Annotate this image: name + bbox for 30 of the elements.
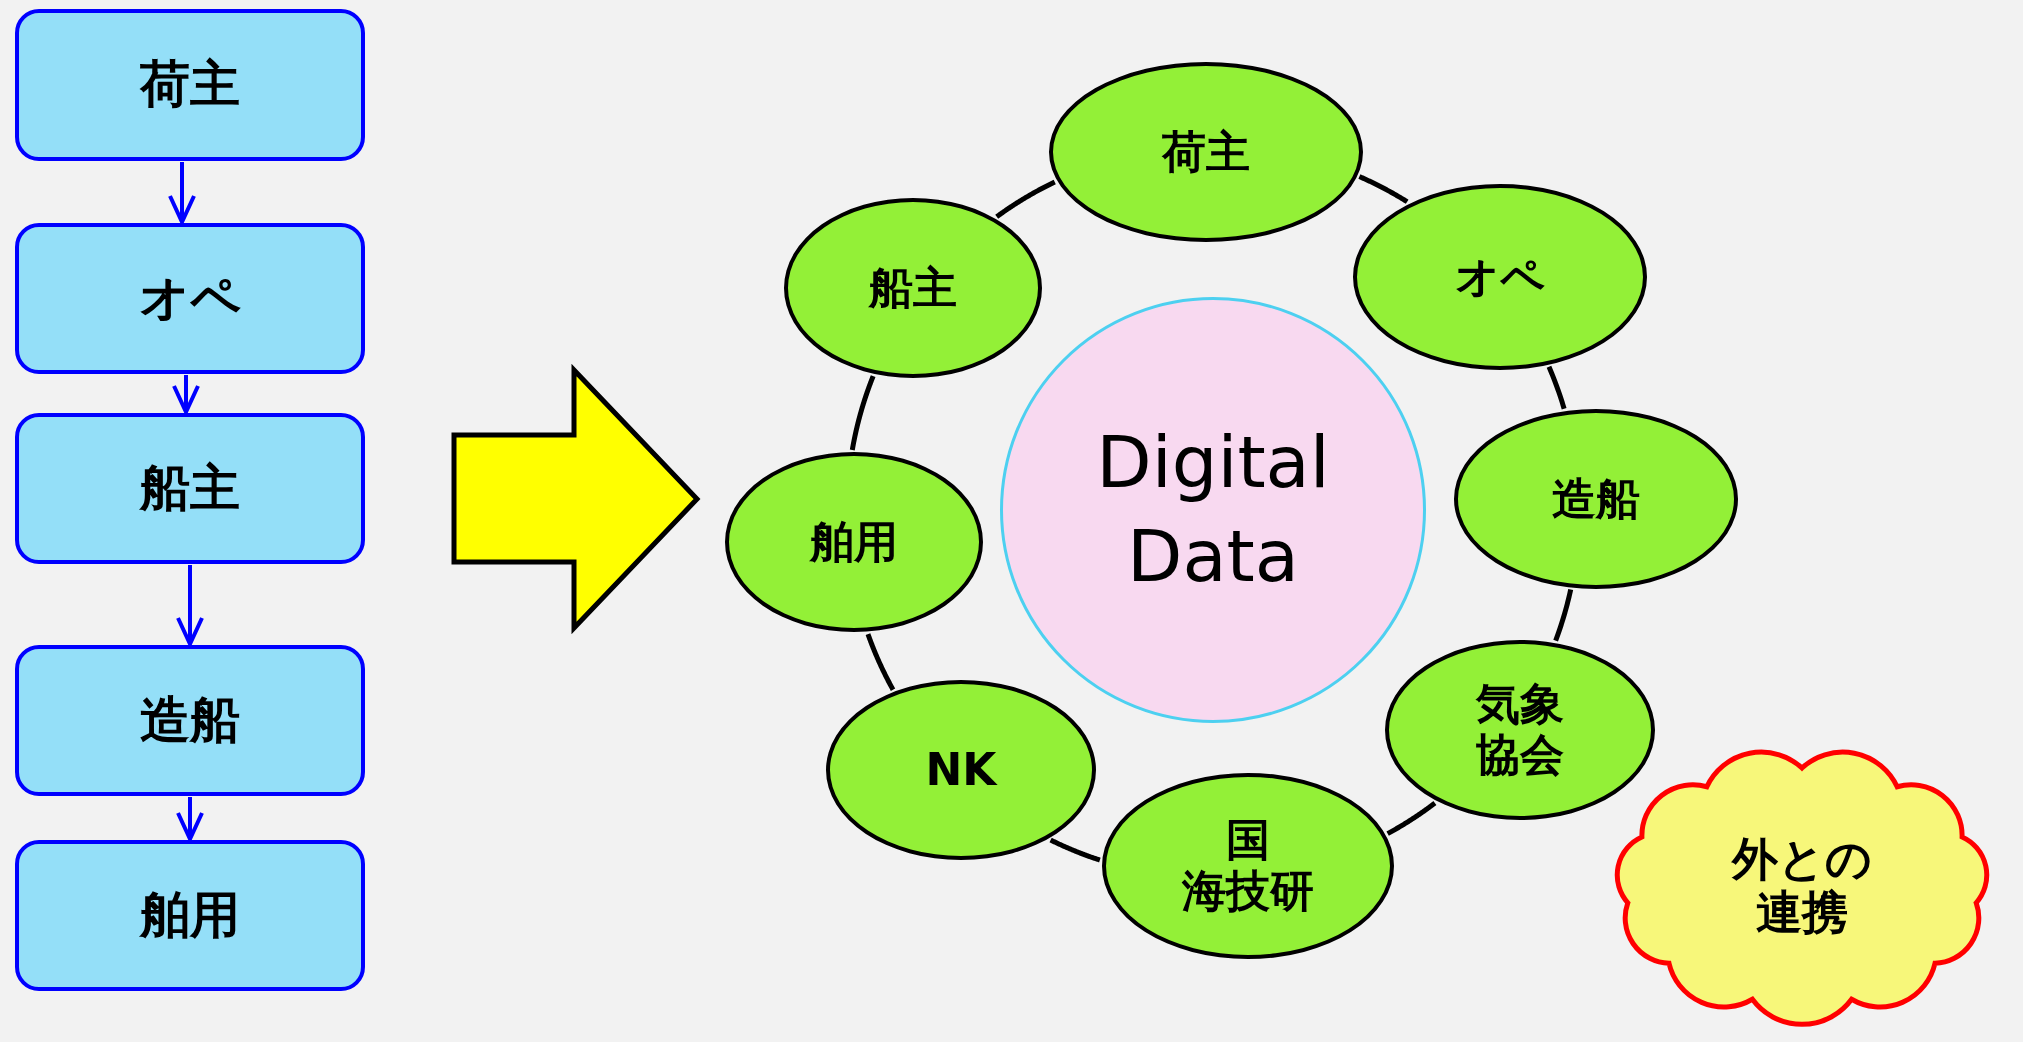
node-label: 船主: [140, 459, 240, 518]
arrow: [176, 797, 204, 841]
arrow: [168, 162, 196, 224]
node-label: 船主: [869, 262, 957, 314]
node-label: 造船: [1552, 473, 1640, 525]
node-label: 舶用: [810, 516, 898, 568]
node-label: オペ: [139, 269, 241, 328]
ring-connector: [1386, 801, 1437, 836]
node-label: オペ: [1455, 251, 1545, 303]
arrow: [172, 375, 200, 414]
node-label: NK: [925, 744, 997, 796]
node-label: 荷主: [140, 56, 240, 114]
node-label: Digital Data: [1095, 419, 1331, 600]
ring-connector: [865, 632, 896, 692]
node-label: 荷主: [1162, 126, 1250, 178]
ring-connector: [1553, 587, 1574, 643]
ring-connector: [849, 374, 876, 452]
arrow: [176, 565, 204, 646]
node-label: 造船: [140, 691, 240, 750]
process-box: [15, 840, 365, 991]
ring-connector: [1049, 837, 1102, 863]
process-box: [15, 9, 365, 161]
node-label: 舶用: [140, 886, 240, 945]
process-box: [15, 223, 365, 374]
process-box: [15, 413, 365, 564]
node-label: 国海技研: [1182, 815, 1314, 917]
process-box: [15, 645, 365, 796]
node-label: 気象協会: [1476, 679, 1564, 781]
ring-connector: [995, 179, 1057, 219]
node-label: 外との連携: [1732, 833, 1872, 939]
